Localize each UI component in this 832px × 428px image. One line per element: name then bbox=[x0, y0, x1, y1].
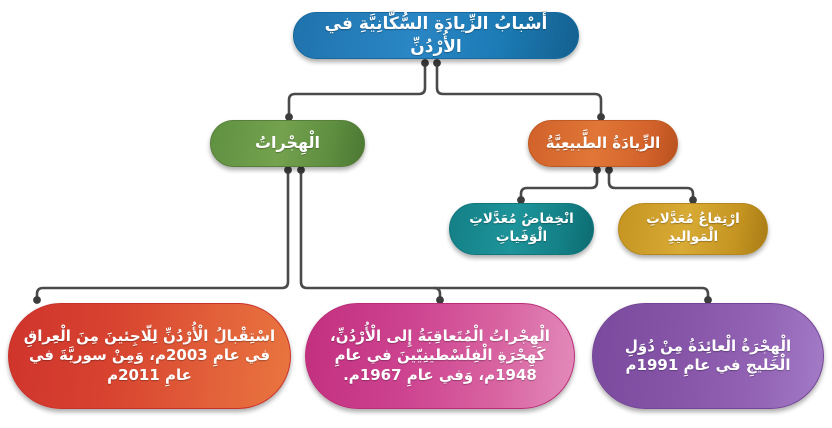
node-return-migration-label: الْهِجْرَةُ الْعائِدَةُ مِنْ دُوَلِ الْخ… bbox=[624, 336, 792, 375]
dot-natural-right bbox=[605, 166, 613, 174]
connector-migration-to-refugees bbox=[35, 168, 290, 301]
node-death-rate-decline-label: انْخِفاضُ مُعَدَّلاتِ الْوَفَياتِ bbox=[469, 211, 574, 245]
node-successive-migrations-label: الْهِجْراتُ الْمُتَعاقِبَةُ إِلى الْأُرْ… bbox=[330, 326, 550, 384]
dot-root-left bbox=[421, 59, 429, 67]
node-natural-increase[interactable]: الزِّيادَةُ الطَّبيعِيَّةُ bbox=[528, 120, 678, 167]
connector-root-to-migration bbox=[287, 60, 427, 118]
node-migration[interactable]: الْهِجْراتُ bbox=[210, 120, 365, 167]
connector-endpoint-dots bbox=[33, 59, 712, 304]
node-root-label: أَسْبابُ الزِّيادَةِ السُّكَّانِيَّةِ في… bbox=[324, 14, 548, 57]
dot-migration-left bbox=[284, 166, 292, 174]
node-birth-rate-rise-label: ارْتِفاعُ مُعَدَّلاتِ الْمَواليدِ bbox=[646, 211, 740, 245]
node-natural-increase-label: الزِّيادَةُ الطَّبيعِيَّةُ bbox=[545, 133, 661, 152]
connector-natural-to-deaths bbox=[519, 168, 599, 201]
connector-root-to-natural bbox=[435, 60, 603, 118]
dot-natural-left bbox=[593, 166, 601, 174]
dot-refugees-top bbox=[33, 296, 41, 304]
node-death-rate-decline[interactable]: انْخِفاضُ مُعَدَّلاتِ الْوَفَياتِ bbox=[449, 203, 594, 255]
node-migration-label: الْهِجْراتُ bbox=[254, 133, 321, 153]
dot-migration-right bbox=[297, 166, 305, 174]
dot-root-right bbox=[433, 59, 441, 67]
node-return-migration[interactable]: الْهِجْرَةُ الْعائِدَةُ مِنْ دُوَلِ الْخ… bbox=[592, 303, 824, 409]
connector-migration-to-right-trunk bbox=[299, 168, 442, 301]
node-successive-migrations[interactable]: الْهِجْراتُ الْمُتَعاقِبَةُ إِلى الْأُرْ… bbox=[305, 303, 575, 409]
node-refugee-reception-label: اسْتِقْبالُ الْأُرْدُنِّ لِلّاجِئينَ مِن… bbox=[23, 326, 276, 384]
node-root-causes[interactable]: أَسْبابُ الزِّيادَةِ السُّكَّانِيَّةِ في… bbox=[293, 12, 579, 59]
node-refugee-reception[interactable]: اسْتِقْبالُ الْأُرْدُنِّ لِلّاجِئينَ مِن… bbox=[8, 303, 291, 409]
connector-natural-to-births bbox=[607, 168, 695, 201]
connector-trunk-to-return bbox=[432, 286, 710, 301]
node-birth-rate-rise[interactable]: ارْتِفاعُ مُعَدَّلاتِ الْمَواليدِ bbox=[618, 203, 768, 255]
